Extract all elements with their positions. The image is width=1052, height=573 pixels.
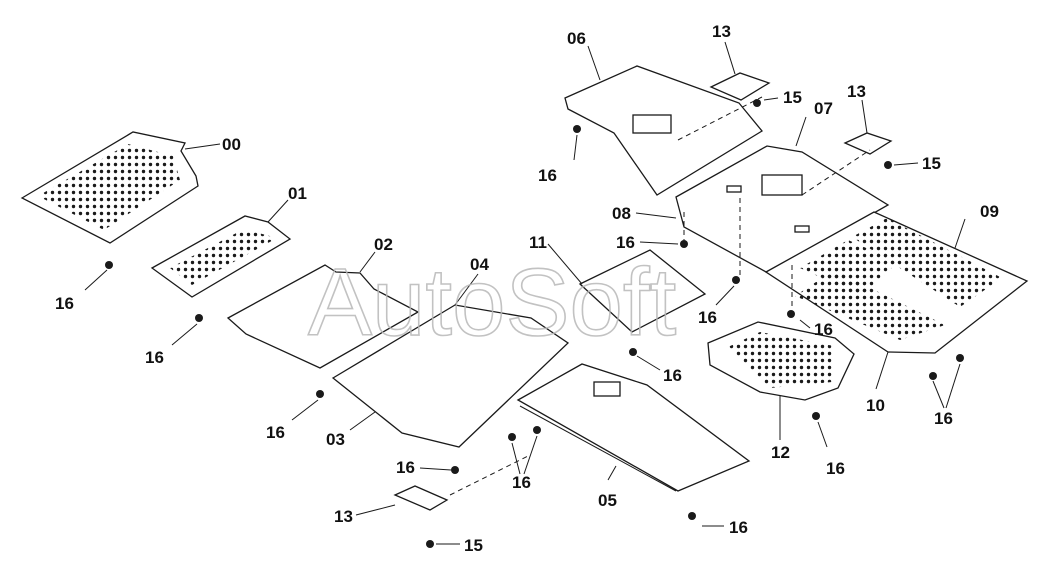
- label-16-i: 16: [698, 308, 717, 327]
- label-16-b: 16: [145, 348, 164, 367]
- label-16-j: 16: [663, 366, 682, 385]
- leader-lines: [84, 41, 966, 545]
- label-15-bottom: 15: [464, 536, 483, 555]
- panel-06: [564, 65, 763, 196]
- label-07: 07: [814, 99, 833, 118]
- label-13-right: 13: [847, 82, 866, 101]
- label-16-h: 16: [616, 233, 635, 252]
- panel-05: [516, 363, 751, 492]
- part-labels: 00 01 02 04 03 05 06 13 15 07 13 15 08 0…: [55, 22, 999, 555]
- label-15-right: 15: [922, 154, 941, 173]
- label-01: 01: [288, 184, 307, 203]
- panel-07: [675, 145, 890, 274]
- label-16-g: 16: [538, 166, 557, 185]
- label-11: 11: [529, 233, 547, 252]
- label-08: 08: [612, 204, 631, 223]
- label-03: 03: [326, 430, 345, 449]
- label-13-top: 13: [712, 22, 731, 41]
- label-16-m: 16: [934, 409, 953, 428]
- panel-00: [20, 131, 199, 244]
- label-04: 04: [470, 255, 489, 274]
- label-09: 09: [980, 202, 999, 221]
- label-12: 12: [771, 443, 790, 462]
- label-05: 05: [598, 491, 617, 510]
- label-16-l: 16: [826, 459, 845, 478]
- label-02: 02: [374, 235, 393, 254]
- label-16-k: 16: [814, 320, 833, 339]
- bolts: [105, 99, 964, 548]
- label-16-c: 16: [266, 423, 285, 442]
- label-16-a: 16: [55, 294, 74, 313]
- panel-09-10: [764, 211, 1029, 354]
- watermark: AutoSoft: [308, 249, 676, 356]
- label-00: 00: [222, 135, 241, 154]
- label-16-e: 16: [512, 473, 531, 492]
- panel-02: [226, 264, 420, 369]
- label-15-top: 15: [783, 88, 802, 107]
- label-16-f: 16: [729, 518, 748, 537]
- bracket-13: [393, 72, 893, 511]
- label-06: 06: [567, 29, 586, 48]
- panel-01: [150, 215, 292, 298]
- label-10: 10: [866, 396, 885, 415]
- label-16-d: 16: [396, 458, 415, 477]
- panel-12: [707, 321, 855, 401]
- panel-11: [578, 249, 707, 333]
- label-13-bottom: 13: [334, 507, 353, 526]
